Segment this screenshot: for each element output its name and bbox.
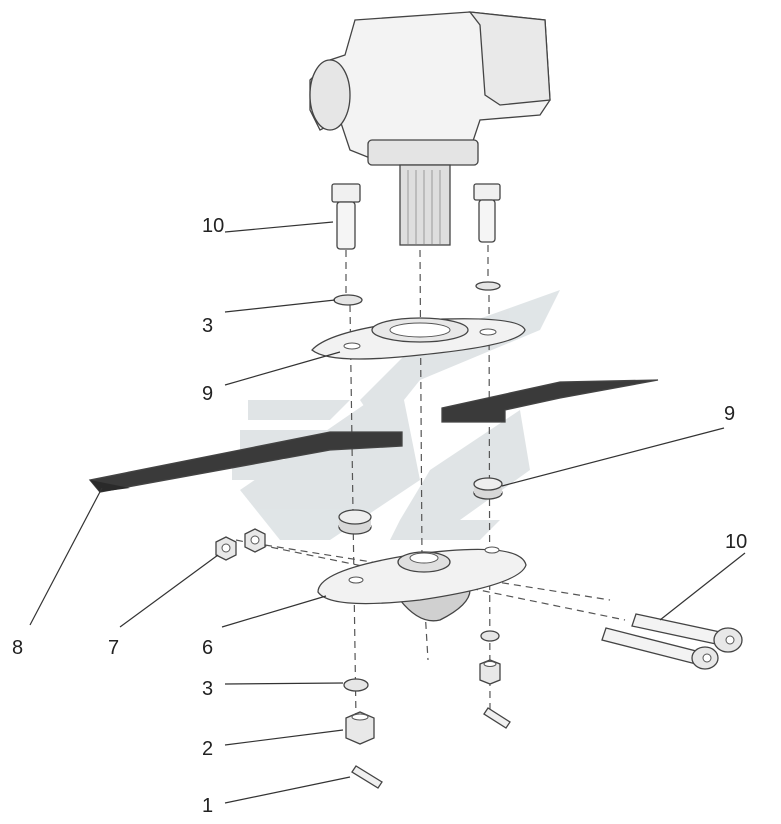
gearbox-housing [309,11,551,246]
long-bolt-10-upper [631,613,743,653]
cotter-pin-1-right [483,707,511,729]
long-bolt-10-lower [601,627,719,670]
callout-4: 6 [202,637,213,659]
callout-10: 10 [725,531,747,553]
bolt-8-left [331,183,361,250]
bolt-8-right [473,183,501,243]
washer-3-upper-right [475,281,501,291]
callout-1: 1 [202,795,213,817]
callout-2: 2 [202,738,213,760]
callout-3-upper: 3 [202,315,213,337]
lower-plate-4 [317,546,527,622]
blade-6-right [441,379,659,423]
washer-3-lower-right [480,630,500,642]
castle-nut-2-right [479,659,501,685]
castle-nut-2-left [345,711,375,745]
callout-6: 8 [12,637,23,659]
callout-9: 9 [724,403,735,425]
upper-plate-7 [311,317,526,360]
washer-3-lower-left [343,678,369,692]
callout-8: 10 [202,215,224,237]
cotter-pin-1-left [351,765,383,789]
callout-7: 9 [202,383,213,405]
callout-5: 7 [108,637,119,659]
leader-lines [29,221,746,804]
callout-3-lower: 3 [202,678,213,700]
nut-5-back [244,528,266,553]
bushing-9-right [473,477,503,500]
bushing-9-left [338,509,372,535]
nut-5-front [215,536,237,561]
washer-3-upper-left [333,294,363,306]
